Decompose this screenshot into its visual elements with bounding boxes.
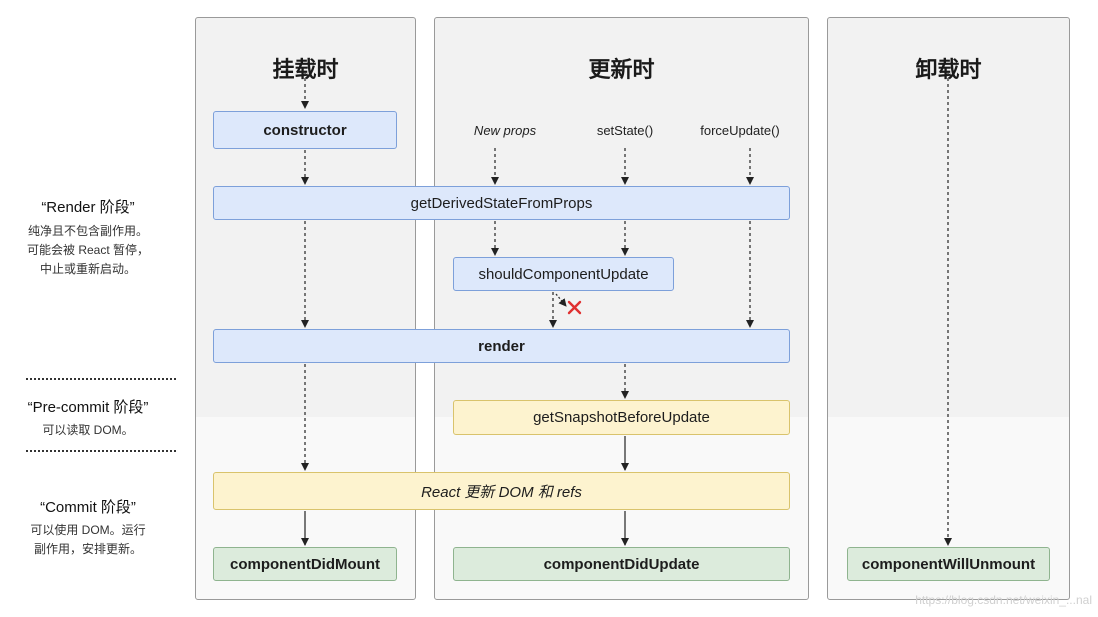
get-snapshot-box: getSnapshotBeforeUpdate — [453, 400, 790, 435]
precommit-phase-desc: 可以读取 DOM。 — [42, 423, 134, 437]
component-did-update-box: componentDidUpdate — [453, 547, 790, 581]
trigger-set-state: setState() — [596, 123, 654, 138]
phase-divider — [26, 450, 176, 452]
component-did-mount-box: componentDidMount — [213, 547, 397, 581]
commit-phase-desc-2: 副作用，安排更新。 — [33, 542, 142, 556]
skip-update-icon — [567, 300, 582, 315]
render-phase-desc-3: 中止或重新启动。 — [39, 262, 136, 276]
react-updates-dom-box: React 更新 DOM 和 refs — [213, 472, 790, 510]
precommit-phase-title: “Pre-commit 阶段” — [27, 399, 149, 416]
get-derived-state-box: getDerivedStateFromProps — [213, 186, 790, 220]
constructor-box: constructor — [213, 111, 397, 149]
commit-phase-title: “Commit 阶段” — [40, 499, 136, 516]
render-phase-title: “Render 阶段” — [41, 199, 135, 216]
render-phase-desc-1: 纯净且不包含副作用。 — [27, 224, 148, 238]
component-will-unmount-box: componentWillUnmount — [847, 547, 1050, 581]
update-phase-title: 更新时 — [588, 57, 655, 82]
commit-phase-desc-1: 可以使用 DOM。运行 — [30, 523, 146, 537]
phase-divider — [26, 378, 176, 380]
should-component-update-box: shouldComponentUpdate — [453, 257, 674, 291]
render-phase-desc-2: 可能会被 React 暂停， — [26, 243, 150, 257]
trigger-new-props: New props — [473, 123, 537, 138]
mount-phase-title: 挂载时 — [272, 57, 339, 82]
trigger-force-update: forceUpdate() — [700, 123, 780, 138]
unmount-phase-title: 卸载时 — [915, 57, 982, 82]
render-box: render — [213, 329, 790, 363]
watermark: https://blog.csdn.net/weixin_...nal — [915, 593, 1092, 607]
